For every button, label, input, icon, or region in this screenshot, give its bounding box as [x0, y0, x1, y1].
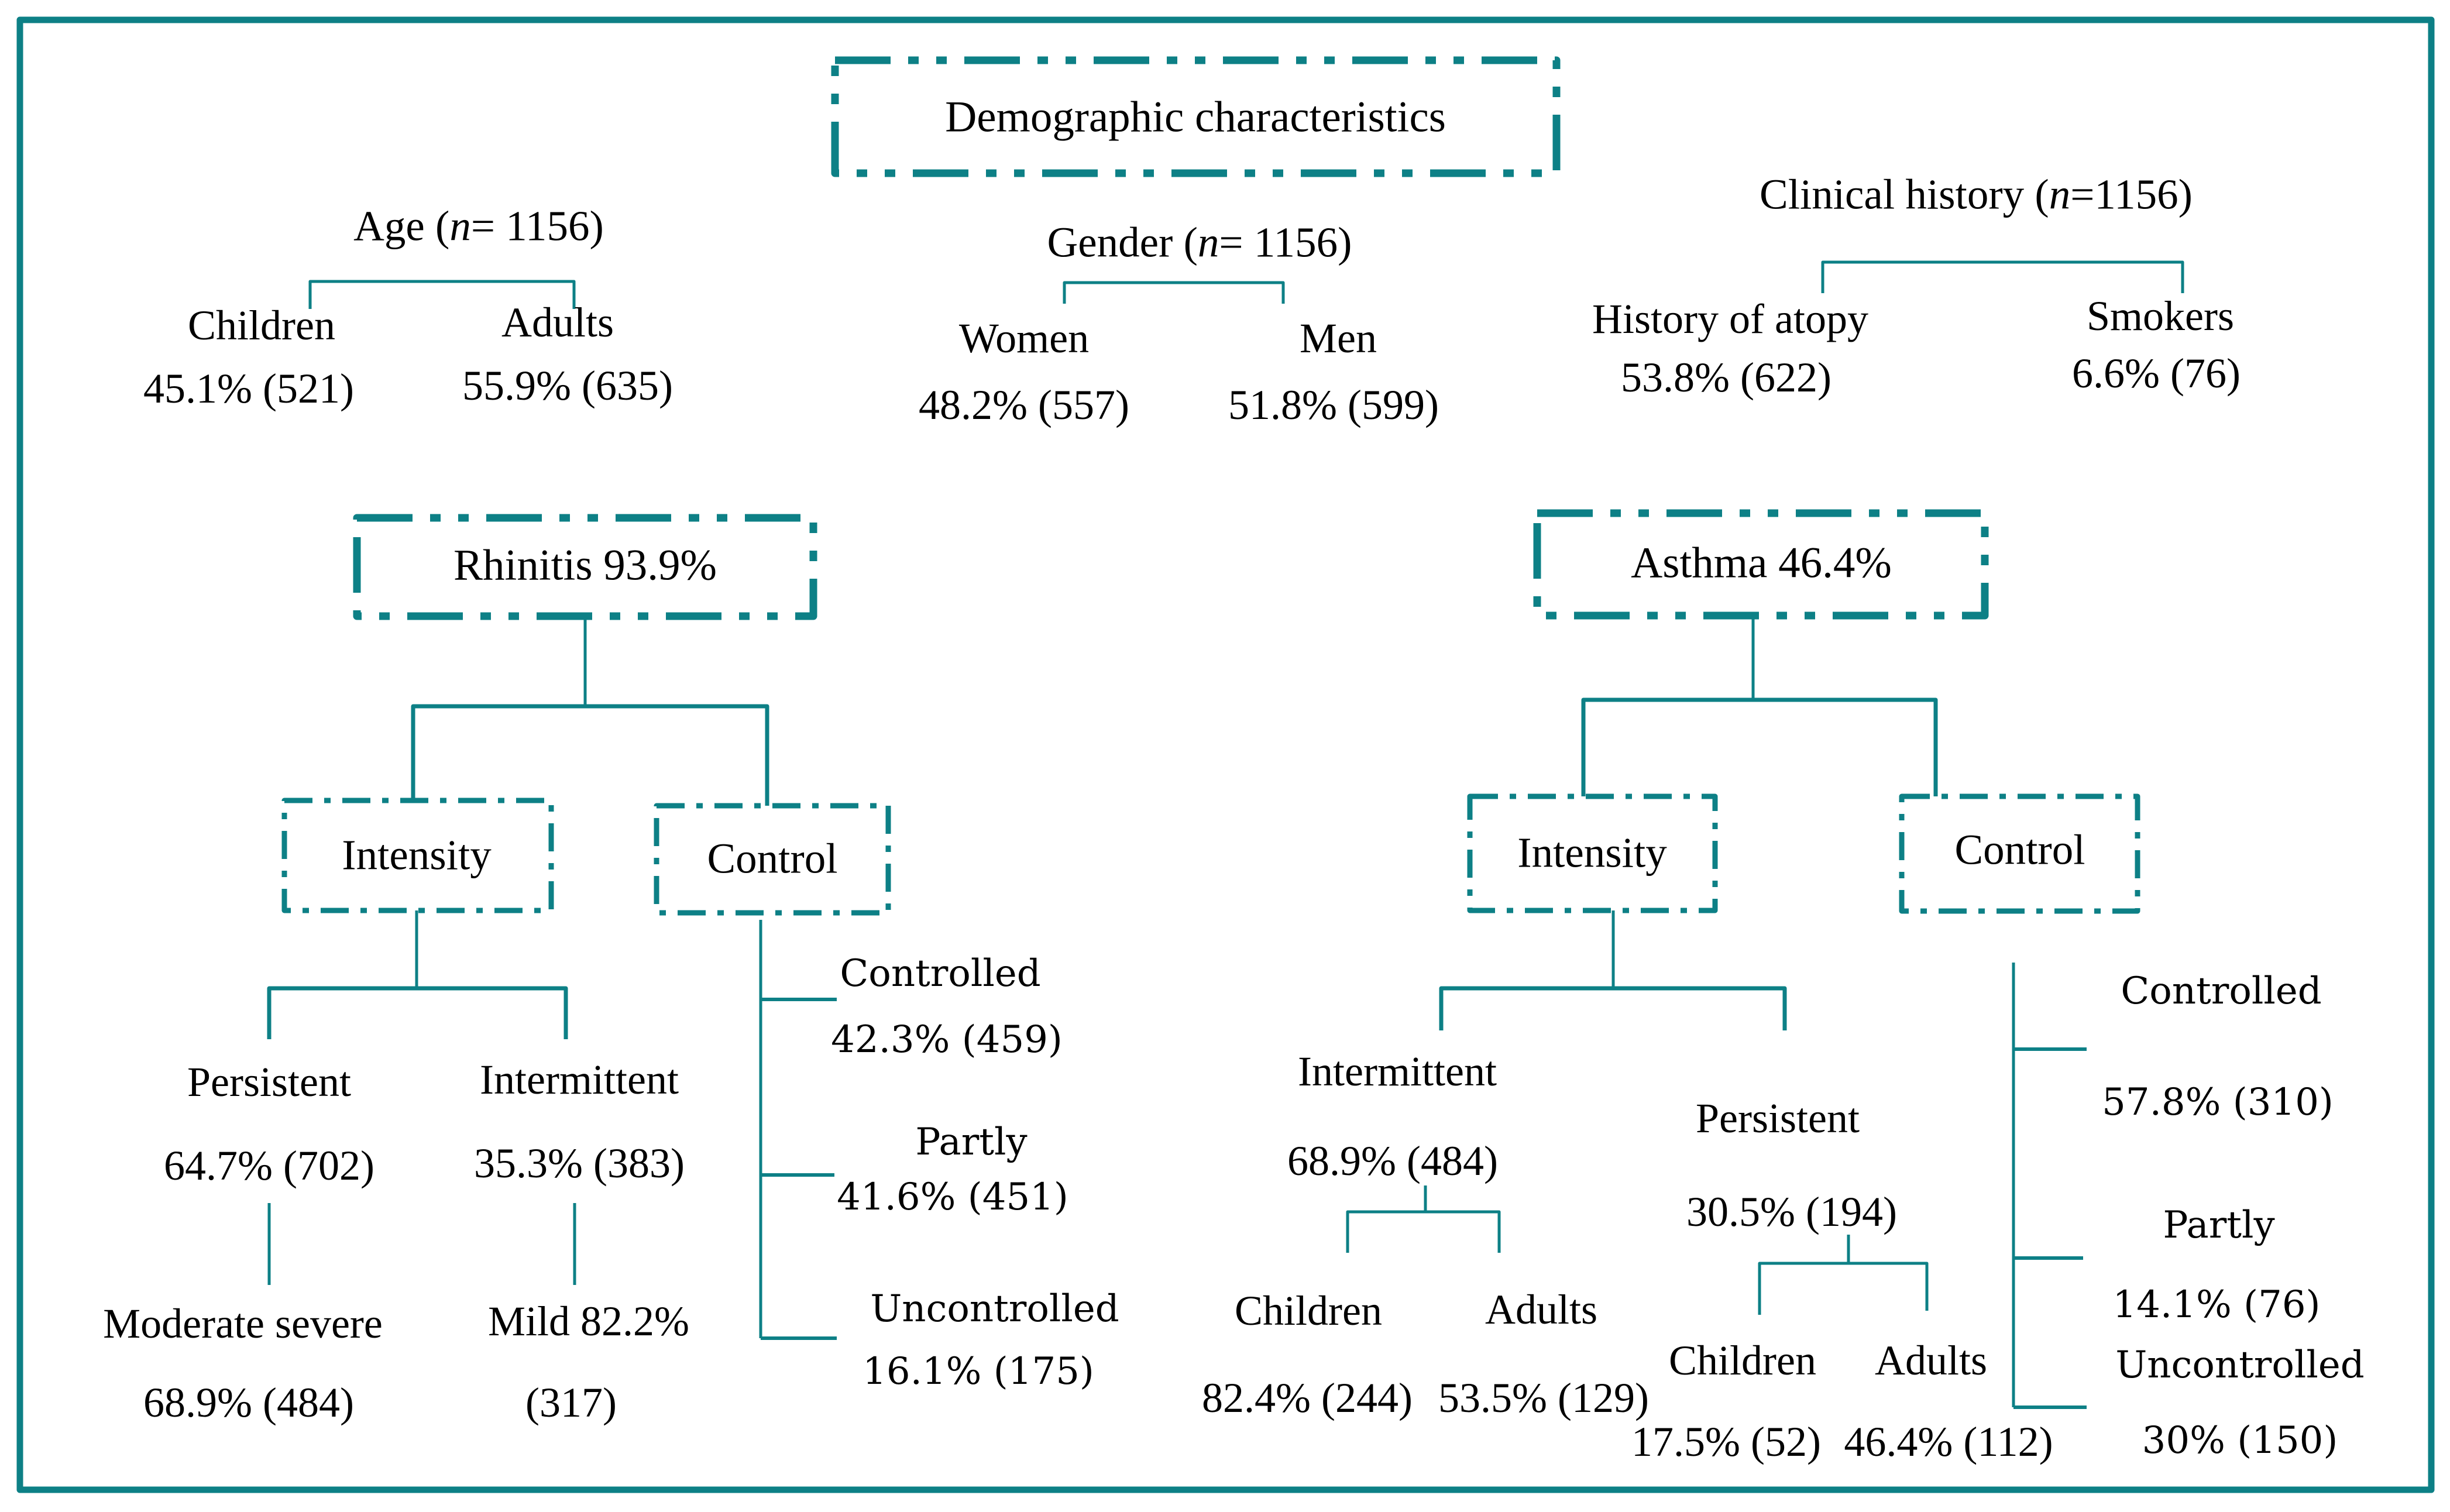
asthma-persistent-children-value: 17.5% (52): [1631, 1418, 1821, 1465]
rhinitis-intensity-box-title: Intensity: [342, 831, 492, 879]
rhinitis-persistent-value: 64.7% (702): [164, 1142, 374, 1189]
asthma-intensity-box-title: Intensity: [1517, 829, 1667, 877]
clinical-history-bracket: [1821, 260, 2184, 293]
gender-women-label: Women: [958, 315, 1090, 362]
asthma-uncontrolled-value: 30% (150): [2142, 1419, 2338, 1462]
clinical-history-title: Clinical history (n=1156): [1760, 173, 2193, 216]
rhinitis-controlled-label: Controlled: [840, 952, 1041, 995]
age-title-post: = 1156): [470, 202, 604, 250]
asthma-partly-value: 14.1% (76): [2112, 1283, 2321, 1327]
asthma-intermittent-children-label: Children: [1235, 1287, 1382, 1334]
outer-frame-border: [16, 16, 2435, 1493]
rhinitis-intermittent-label: Intermittent: [480, 1056, 679, 1103]
asthma-control-box-border: [1899, 793, 2140, 914]
clinical-title-n: n: [2049, 170, 2071, 218]
clinical-atopy-label: History of atopy: [1592, 295, 1868, 342]
rhinitis-partly-value: 41.6% (451): [837, 1176, 1068, 1219]
asthma-uncontrolled-label: Uncontrolled: [2115, 1343, 2365, 1387]
asthma-intermittent-adults-label: Adults: [1485, 1286, 1598, 1333]
asthma-split-connector: [1581, 697, 1938, 796]
rhinitis-box-title: Rhinitis 93.9%: [453, 541, 717, 590]
clinical-smokers-label: Smokers: [2087, 293, 2234, 339]
age-bracket: [308, 280, 576, 309]
asthma-controlled-value: 57.8% (310): [2102, 1081, 2334, 1124]
clinical-title-pre: Clinical history (: [1760, 170, 2049, 218]
asthma-intermittent-age-bracket: [1346, 1210, 1501, 1253]
asthma-intermittent-value: 68.9% (484): [1287, 1138, 1498, 1184]
asthma-persistent-age-bracket: [1758, 1262, 1929, 1315]
gender-women-value: 48.2% (557): [919, 382, 1129, 428]
asthma-control-box-title: Control: [1954, 826, 2085, 874]
asthma-controlled-label: Controlled: [2121, 970, 2322, 1013]
asthma-intensity-box-border: [1467, 793, 1718, 913]
age-children-value: 45.1% (521): [143, 365, 354, 412]
rhinitis-intensity-bracket: [267, 986, 568, 1039]
asthma-persistent-adults-value: 46.4% (112): [1844, 1418, 2053, 1465]
age-title: Age (n= 1156): [353, 205, 604, 248]
rhinitis-control-box-border: [654, 803, 891, 916]
asthma-intensity-bracket: [1439, 986, 1787, 1030]
rhinitis-mild-label: Mild 82.2%: [487, 1298, 690, 1345]
gender-title-pre: Gender (: [1047, 218, 1198, 266]
asthma-partly-label: Partly: [2163, 1204, 2275, 1247]
gender-title-n: n: [1197, 218, 1219, 266]
rhinitis-moderate-severe-label: Moderate severe: [103, 1300, 383, 1347]
clinical-smokers-value: 6.6% (76): [2072, 350, 2241, 397]
rhinitis-partly-label: Partly: [915, 1121, 1028, 1164]
demographics-box-title: Demographic characteristics: [945, 92, 1446, 142]
age-adults-value: 55.9% (635): [462, 362, 673, 409]
asthma-intermittent-children-value: 82.4% (244): [1202, 1374, 1413, 1421]
rhinitis-controlled-value: 42.3% (459): [831, 1018, 1063, 1061]
clinical-title-post: =1156): [2070, 170, 2193, 218]
age-title-pre: Age (: [353, 202, 450, 250]
rhinitis-split-connector: [411, 704, 769, 806]
rhinitis-uncontrolled-label: Uncontrolled: [870, 1287, 1119, 1331]
asthma-persistent-children-label: Children: [1669, 1337, 1816, 1384]
rhinitis-control-box-title: Control: [707, 834, 838, 882]
clinical-atopy-value: 53.8% (622): [1621, 354, 1832, 401]
gender-bracket: [1063, 281, 1285, 304]
rhinitis-intensity-box-border: [281, 798, 554, 913]
age-children-label: Children: [188, 302, 335, 349]
gender-men-label: Men: [1300, 315, 1377, 362]
asthma-intermittent-label: Intermittent: [1298, 1048, 1497, 1095]
asthma-intermittent-adults-value: 53.5% (129): [1438, 1374, 1649, 1421]
asthma-persistent-adults-label: Adults: [1874, 1337, 1988, 1384]
rhinitis-moderate-severe-value: 68.9% (484): [143, 1379, 354, 1426]
age-title-n: n: [449, 202, 471, 250]
gender-title-post: = 1156): [1219, 218, 1352, 266]
asthma-persistent-label: Persistent: [1696, 1095, 1860, 1142]
asthma-box-border: [1533, 509, 1989, 620]
rhinitis-uncontrolled-value: 16.1% (175): [863, 1350, 1094, 1393]
demographics-box-border: [831, 56, 1561, 177]
gender-title: Gender (n= 1156): [1047, 221, 1352, 264]
age-adults-label: Adults: [501, 299, 614, 346]
rhinitis-intermittent-value: 35.3% (383): [474, 1140, 685, 1187]
asthma-box-title: Asthma 46.4%: [1631, 538, 1892, 587]
rhinitis-mild-value: (317): [525, 1379, 617, 1426]
asthma-persistent-value: 30.5% (194): [1686, 1188, 1897, 1235]
gender-men-value: 51.8% (599): [1228, 382, 1439, 428]
rhinitis-persistent-label: Persistent: [187, 1059, 351, 1105]
